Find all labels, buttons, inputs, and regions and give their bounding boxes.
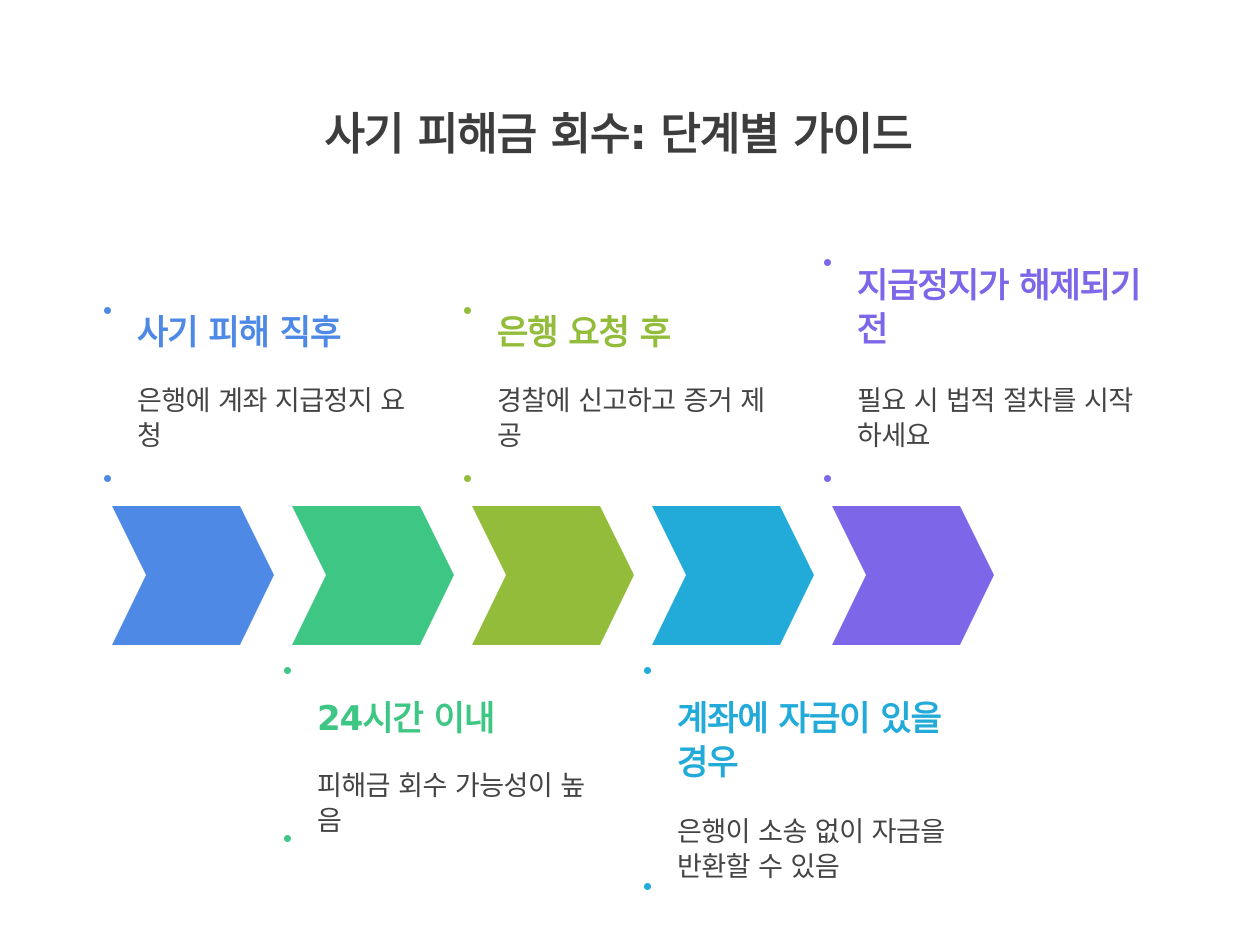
step-4-dot-bottom xyxy=(644,883,651,890)
step-5-dot-bottom xyxy=(824,475,831,482)
chevron-step-4 xyxy=(652,506,814,645)
step-1-dot-bottom xyxy=(104,475,111,482)
chevron-step-1 xyxy=(112,506,274,645)
step-1-title: 사기 피해 직후 xyxy=(137,313,341,353)
step-3-desc: 경찰에 신고하고 증거 제공 xyxy=(497,386,765,452)
step-4-desc: 은행이 소송 없이 자금을 반환할 수 있음 xyxy=(677,817,945,883)
step-4-title: 계좌에 자금이 있을 경우 xyxy=(677,699,942,783)
step-2-title: 24시간 이내 xyxy=(317,699,495,739)
step-2-dot-bottom xyxy=(284,835,291,842)
step-3-dot-bottom xyxy=(464,475,471,482)
step-2-desc: 피해금 회수 가능성이 높음 xyxy=(317,771,585,837)
step-5-desc: 필요 시 법적 절차를 시작하세요 xyxy=(857,386,1133,452)
step-5-dot-top xyxy=(824,259,831,266)
step-3-dot-top xyxy=(464,307,471,314)
chevron-step-3 xyxy=(472,506,634,645)
step-4-dot-top xyxy=(644,667,651,674)
step-5-title: 지급정지가 해제되기 전 xyxy=(857,266,1141,350)
page-title: 사기 피해금 회수: 단계별 가이드 xyxy=(324,109,912,160)
step-1-desc: 은행에 계좌 지급정지 요청 xyxy=(137,386,405,452)
chevron-step-2 xyxy=(292,506,454,645)
step-3-title: 은행 요청 후 xyxy=(497,313,671,353)
chevron-step-5 xyxy=(832,506,994,645)
step-2-dot-top xyxy=(284,667,291,674)
step-1-dot-top xyxy=(104,307,111,314)
